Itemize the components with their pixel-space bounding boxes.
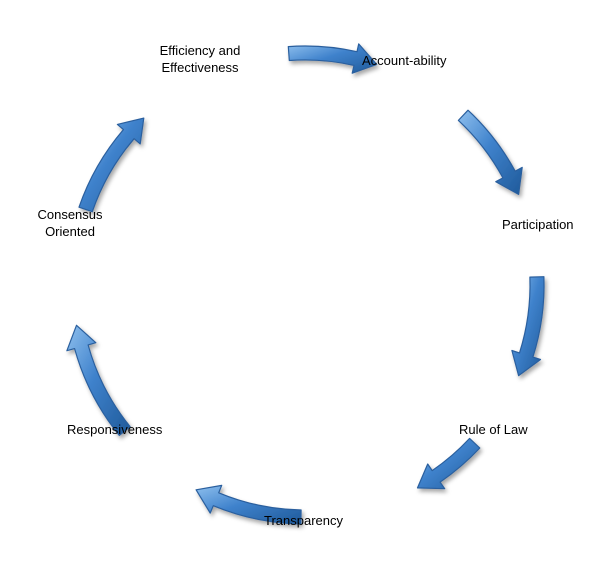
label-line: Consensus bbox=[37, 207, 103, 222]
label-line: Oriented bbox=[45, 224, 95, 239]
label-line: Rule of Law bbox=[459, 422, 528, 437]
label-line: Participation bbox=[502, 217, 574, 232]
label-responsiveness: Responsiveness bbox=[67, 421, 162, 438]
arrow-efficiency-to-accountability bbox=[287, 43, 378, 74]
label-participation: Participation bbox=[502, 216, 574, 233]
arrow-participation-to-rule-of-law bbox=[511, 276, 545, 377]
label-line: Transparency bbox=[264, 513, 343, 528]
arrow-accountability-to-participation bbox=[457, 109, 523, 195]
arrow-responsiveness-to-consensus bbox=[66, 324, 131, 436]
label-transparency: Transparency bbox=[264, 512, 343, 529]
arrow-rule-of-law-to-transparency bbox=[416, 437, 481, 490]
label-efficiency-and-effectiveness: Efficiency and Effectiveness bbox=[150, 42, 250, 76]
arrow-consensus-to-efficiency bbox=[78, 117, 145, 213]
label-line: Account-ability bbox=[362, 53, 447, 68]
label-rule-of-law: Rule of Law bbox=[459, 421, 528, 438]
label-line: Effectiveness bbox=[161, 60, 239, 75]
label-line: Responsiveness bbox=[67, 422, 163, 437]
label-consensus-oriented: Consensus Oriented bbox=[30, 206, 110, 240]
label-accountability: Account-ability bbox=[362, 52, 447, 69]
label-line: Efficiency and bbox=[159, 43, 241, 58]
arrow-transparency-to-responsiveness bbox=[195, 484, 302, 525]
